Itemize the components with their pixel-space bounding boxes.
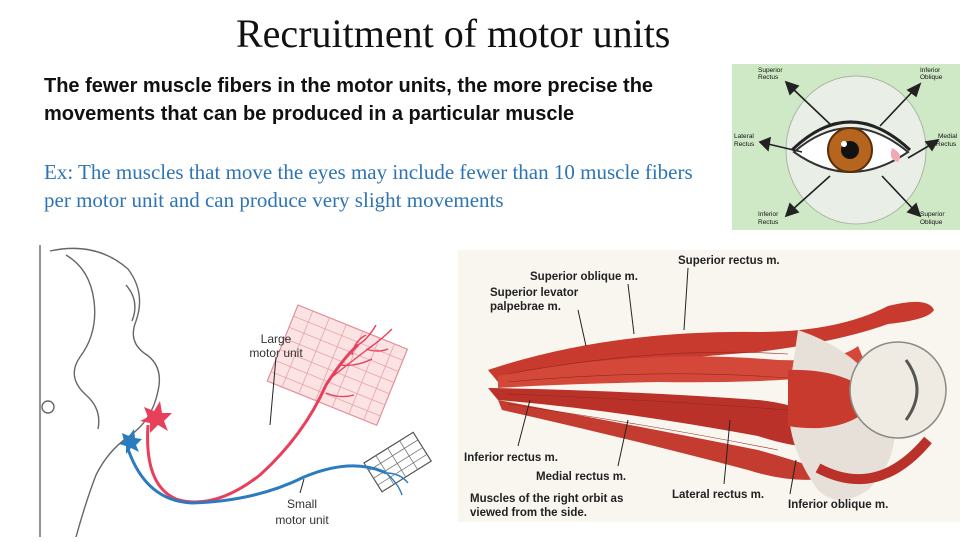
- label-superior-oblique-1: Superior: [920, 211, 945, 218]
- label-inferior-rectus-1: Inferior: [758, 211, 779, 218]
- small-motor-neuron: [119, 429, 409, 505]
- orbit-muscles-diagram: Superior oblique m. Superior rectus m. S…: [458, 250, 960, 522]
- label-medial-rectus-1: Medial: [938, 133, 958, 140]
- label-superior-oblique-m: Superior oblique m.: [530, 271, 638, 283]
- label-superior-rectus-2: Rectus: [758, 74, 779, 81]
- label-superior-levator-1: Superior levator: [490, 287, 579, 299]
- large-motor-unit-label-1: Large: [261, 332, 292, 346]
- spinal-cord-outline: [39, 245, 161, 538]
- muscle-fiber-block-small: [363, 431, 433, 493]
- motor-unit-diagram: Large motor unit Small motor unit: [36, 245, 436, 538]
- eye-movement-diagram: Superior Rectus Inferior Oblique Lateral…: [732, 64, 960, 230]
- large-motor-neuron: [140, 324, 393, 504]
- label-lateral-rectus-m: Lateral rectus m.: [672, 489, 764, 501]
- small-motor-unit-label-1: Small: [287, 497, 317, 511]
- label-inferior-oblique-1: Inferior: [920, 67, 941, 74]
- label-lateral-rectus-2: Rectus: [734, 141, 755, 148]
- small-motor-unit-label-2: motor unit: [275, 513, 329, 527]
- orbit-muscles-illustration: [488, 301, 947, 500]
- label-medial-rectus-2: Rectus: [936, 141, 957, 148]
- small-motor-unit-pointer: [299, 478, 305, 494]
- label-inferior-rectus-2: Rectus: [758, 219, 779, 226]
- slide-title: Recruitment of motor units: [236, 11, 671, 56]
- eye-movement-arrows: [758, 80, 940, 218]
- muscle-fiber-block-large: [266, 304, 409, 427]
- orbit-caption-1: Muscles of the right orbit as: [470, 493, 623, 505]
- label-inferior-rectus-m: Inferior rectus m.: [464, 452, 558, 464]
- large-motor-unit-label-2: motor unit: [249, 346, 303, 360]
- label-medial-rectus-m: Medial rectus m.: [536, 471, 626, 483]
- label-lateral-rectus-1: Lateral: [734, 133, 754, 140]
- label-superior-rectus-1: Superior: [758, 67, 783, 74]
- label-inferior-oblique-m: Inferior oblique m.: [788, 499, 888, 511]
- label-superior-oblique-2: Oblique: [920, 219, 943, 226]
- label-inferior-oblique-2: Oblique: [920, 74, 943, 81]
- orbit-label-leaders: [517, 267, 797, 495]
- example-paragraph: Ex: The muscles that move the eyes may i…: [44, 160, 693, 212]
- eye-illustration: [785, 75, 927, 225]
- precision-paragraph: The fewer muscle fibers in the motor uni…: [44, 75, 654, 125]
- large-motor-unit-pointer: [269, 356, 277, 426]
- orbit-caption-2: viewed from the side.: [470, 507, 587, 519]
- label-superior-rectus-m: Superior rectus m.: [678, 255, 780, 267]
- label-superior-levator-2: palpebrae m.: [490, 301, 561, 313]
